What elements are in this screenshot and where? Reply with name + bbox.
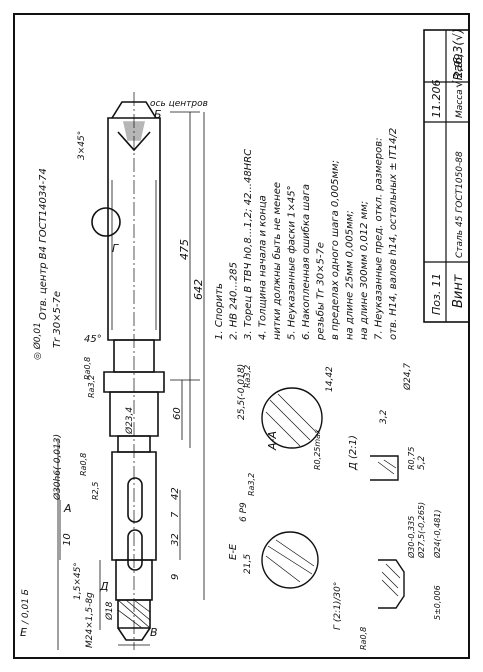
- border-frame: [13, 13, 470, 659]
- dim-42: 42: [170, 487, 181, 500]
- title-block: Поз. 11 Винт 11.206 Сталь 45 ГОСТ1050-88…: [423, 29, 470, 323]
- letter-a: А: [63, 502, 72, 515]
- dia-30: Ø30h6(-0,013): [52, 434, 63, 501]
- mass-value: 2,99: [452, 54, 465, 79]
- note-line: отв. H14, валов h14, остальных ± IT14/2: [388, 128, 399, 340]
- g-dim-3: Ø27,5(-0,265): [416, 502, 426, 559]
- note-line: нитки должны быть не менее: [271, 182, 283, 340]
- note-line: 3. Торец В ТВЧ h0,8...1,2; 42...48HRC: [243, 149, 254, 340]
- section-ee: [261, 531, 319, 589]
- g-dim-5: 5±0,006: [433, 585, 442, 620]
- letter-g: Г: [112, 242, 119, 255]
- surface-roughness: √Ra6,3(√): [451, 29, 465, 88]
- letter-d: Д: [99, 580, 109, 593]
- aa-ra: Ra3,2: [243, 365, 252, 388]
- g-dim-2: Ø30-0,335: [406, 516, 416, 559]
- detail-g: [378, 559, 405, 609]
- main-view-labels: Отв. центр B4 ГОСТ14034-74 ось центров 3…: [20, 99, 239, 648]
- runout-tolerance: / 0,01 Б: [21, 589, 31, 625]
- angle-45: 45°: [84, 334, 102, 345]
- chamfer-label: 3×45°: [77, 131, 87, 160]
- dim-32: 32: [170, 533, 181, 546]
- d-dim-1: 3,2: [379, 409, 389, 424]
- shaft-main-view: [91, 92, 165, 650]
- note-line: на длине 25мм 0,005мм;: [345, 210, 356, 340]
- aa-dim-2: 14,42: [325, 366, 335, 392]
- ee-ra: Ra3,2: [247, 473, 256, 496]
- note-line: 2. НВ 240...285: [229, 262, 240, 340]
- g-dim-4: Ø24(-0,481): [432, 509, 442, 559]
- d-dim-2: R0,75: [407, 447, 416, 470]
- g-dim-1: Ø24,7: [402, 363, 413, 391]
- d-label: Д (2:1): [348, 435, 359, 471]
- thread-m24: М24×1,5-8g: [85, 592, 95, 648]
- dia-18: Ø18: [104, 601, 115, 621]
- note-line: 7. Неуказанные пред. откл. размеров:: [374, 138, 385, 341]
- letter-e: Е: [20, 626, 27, 639]
- thread-label: Тr 30×5-7е: [52, 291, 63, 348]
- g-ra: Ra0,8: [359, 627, 368, 650]
- aa-label: А-А: [266, 431, 279, 451]
- dim-7: 7: [170, 511, 181, 518]
- main-dimensions: [57, 111, 205, 650]
- dia-23: Ø23,4: [124, 407, 135, 435]
- ee-dim-1: 21,5: [243, 554, 253, 574]
- axis-label: ось центров: [150, 99, 208, 109]
- dim-475: 475: [178, 239, 191, 260]
- note-line: в пределах одного шага 0,005мм;: [330, 160, 341, 340]
- note-line: 4. Толщина начала и конца: [258, 195, 269, 340]
- ee-dim-2: 6 P9: [239, 502, 249, 522]
- note-line: резьбы Тr 30×5-7е: [315, 242, 327, 341]
- part-number: 11.206: [430, 80, 443, 119]
- part-name: Винт: [451, 274, 466, 308]
- dim-9: 9: [170, 574, 181, 580]
- note-line: 5. Неуказанные фаски 1×45°: [287, 185, 298, 340]
- dim-642: 642: [192, 279, 205, 300]
- position-label: Поз. 11: [430, 273, 443, 315]
- ra-label-2: Ra3,2: [87, 375, 96, 398]
- d-dim-3: 5,2: [417, 455, 427, 470]
- aa-dim-1: 25,5(-0,018): [237, 364, 247, 420]
- fillet-r25: R2,5: [91, 482, 100, 500]
- note-line: на длине 300мм 0,012 мм;: [359, 201, 370, 340]
- section-aa: [261, 387, 323, 449]
- g-label: Г (2:1)/30°: [333, 582, 343, 630]
- dim-10: 10: [62, 533, 73, 546]
- mass-label: Масса: [455, 89, 465, 118]
- ra-label-1: Ra0,8: [83, 357, 92, 380]
- letter-b: Б: [154, 108, 162, 121]
- note-line: 1. Спорить: [214, 283, 225, 340]
- detail-d: [370, 455, 399, 481]
- ra-label-3: Ra0,8: [79, 453, 88, 476]
- material: Сталь 45 ГОСТ1050-88: [455, 151, 465, 258]
- dim-10-chamfer: 1,5×45°: [73, 562, 83, 600]
- letter-v: В: [150, 626, 158, 639]
- position-tolerance: ◎ Ø0,01: [32, 322, 43, 360]
- section-ee-label: Е-Е: [228, 543, 239, 560]
- dim-60: 60: [172, 407, 183, 420]
- center-hole-note: Отв. центр B4 ГОСТ14034-74: [38, 168, 49, 320]
- note-line: 6. Накопленная ошибка шага: [300, 184, 312, 340]
- aa-radius: R0,25max: [313, 429, 322, 470]
